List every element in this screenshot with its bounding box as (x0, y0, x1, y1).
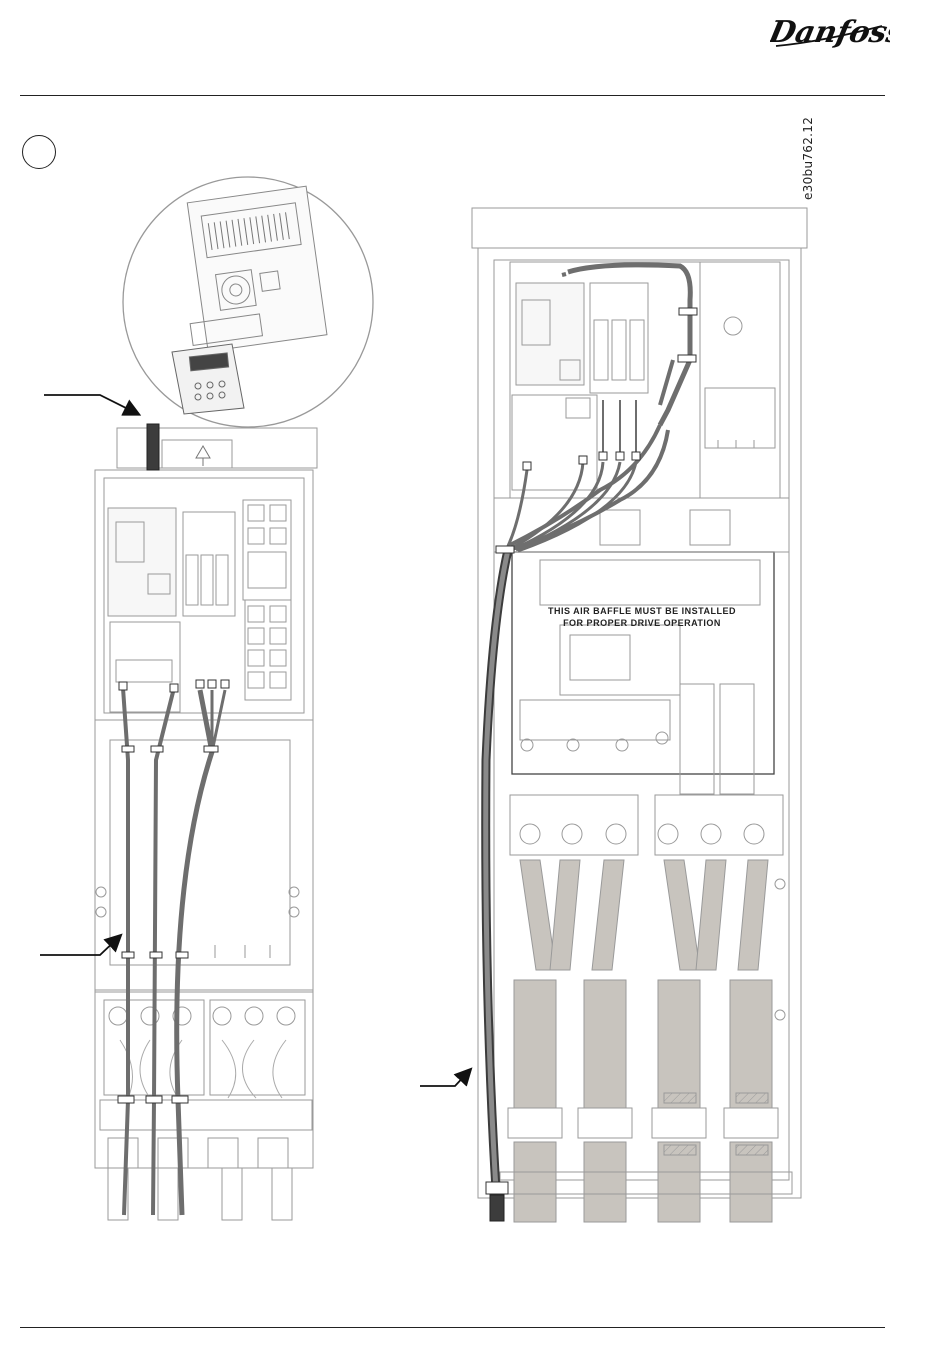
arrow-icon (40, 936, 120, 955)
baffle-label-line2: FOR PROPER DRIVE OPERATION (563, 618, 721, 628)
right-busbars (500, 860, 792, 1222)
detail-magnifier (123, 177, 373, 427)
arrow-icon (44, 395, 138, 414)
arrow-icon (420, 1070, 470, 1086)
baffle-label-line1: THIS AIR BAFFLE MUST BE INSTALLED (548, 606, 736, 616)
